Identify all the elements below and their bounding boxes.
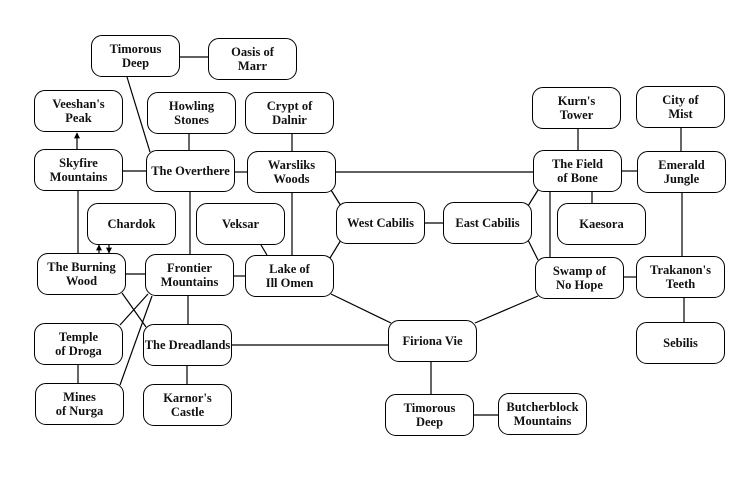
node-label: Firiona Vie xyxy=(402,334,463,348)
node-trakanons-teeth[interactable]: Trakanon's Teeth xyxy=(636,256,725,298)
node-the-field-of-bone[interactable]: The Field of Bone xyxy=(533,150,622,192)
edge-frontier-mountains-to-temple-of-droga xyxy=(119,293,149,326)
node-kaesora[interactable]: Kaesora xyxy=(557,203,646,245)
node-crypt-of-dalnir[interactable]: Crypt of Dalnir xyxy=(245,92,334,134)
node-west-cabilis[interactable]: West Cabilis xyxy=(336,202,425,244)
node-label: The Burning Wood xyxy=(47,260,116,288)
node-the-dreadlands[interactable]: The Dreadlands xyxy=(143,324,232,366)
node-label: Skyfire Mountains xyxy=(49,156,108,184)
node-skyfire-mountains[interactable]: Skyfire Mountains xyxy=(34,149,123,191)
node-howling-stones[interactable]: Howling Stones xyxy=(147,92,236,134)
node-butcherblock-mountains[interactable]: Butcherblock Mountains xyxy=(498,393,587,435)
node-swamp-of-no-hope[interactable]: Swamp of No Hope xyxy=(535,257,624,299)
node-temple-of-droga[interactable]: Temple of Droga xyxy=(34,323,123,365)
node-label: Swamp of No Hope xyxy=(552,264,607,292)
node-label: Oasis of Marr xyxy=(231,45,274,73)
edge-east-cabilis-to-swamp-of-no-hope xyxy=(527,239,539,261)
node-label: Emerald Jungle xyxy=(658,158,705,186)
edge-lake-of-ill-omen-to-firiona-vie xyxy=(330,293,392,324)
node-lake-of-ill-omen[interactable]: Lake of Ill Omen xyxy=(245,255,334,297)
node-label: Butcherblock Mountains xyxy=(506,400,579,428)
node-sebilis[interactable]: Sebilis xyxy=(636,322,725,364)
node-label: Karnor's Castle xyxy=(163,391,212,419)
node-label: Timorous Deep xyxy=(109,42,162,70)
edge-west-cabilis-to-lake-of-ill-omen xyxy=(329,239,342,259)
node-label: Kurn's Tower xyxy=(557,94,596,122)
node-the-overthere[interactable]: The Overthere xyxy=(146,150,235,192)
edge-veksar-to-lake-of-ill-omen xyxy=(260,244,268,256)
node-label: Sebilis xyxy=(663,336,698,350)
edge-timorous-deep-top-to-the-overthere xyxy=(126,76,151,153)
node-the-burning-wood[interactable]: The Burning Wood xyxy=(37,253,126,295)
node-timorous-deep-bottom[interactable]: Timorous Deep xyxy=(385,394,474,436)
node-label: Trakanon's Teeth xyxy=(650,263,711,291)
node-oasis-of-marr[interactable]: Oasis of Marr xyxy=(208,38,297,80)
node-label: The Dreadlands xyxy=(144,338,231,352)
node-label: The Field of Bone xyxy=(551,157,604,185)
node-chardok[interactable]: Chardok xyxy=(87,203,176,245)
node-label: The Overthere xyxy=(151,164,230,178)
node-label: City of Mist xyxy=(662,93,699,121)
node-warsliks-woods[interactable]: Warsliks Woods xyxy=(247,151,336,193)
node-label: West Cabilis xyxy=(346,216,415,230)
node-label: Veksar xyxy=(221,217,260,231)
node-label: Warsliks Woods xyxy=(267,158,316,186)
node-label: Mines of Nurga xyxy=(55,390,104,418)
edge-frontier-mountains-to-mines-of-nurga xyxy=(119,295,153,386)
node-firiona-vie[interactable]: Firiona Vie xyxy=(388,320,477,362)
node-mines-of-nurga[interactable]: Mines of Nurga xyxy=(35,383,124,425)
node-east-cabilis[interactable]: East Cabilis xyxy=(443,202,532,244)
node-label: Howling Stones xyxy=(168,99,215,127)
node-veksar[interactable]: Veksar xyxy=(196,203,285,245)
node-veeshans-peak[interactable]: Veeshan's Peak xyxy=(34,90,123,132)
node-label: East Cabilis xyxy=(455,216,520,230)
node-karnors-castle[interactable]: Karnor's Castle xyxy=(143,384,232,426)
edge-swamp-of-no-hope-to-firiona-vie xyxy=(474,295,539,324)
node-label: Crypt of Dalnir xyxy=(266,99,313,127)
node-label: Veeshan's Peak xyxy=(52,97,105,125)
node-label: Lake of Ill Omen xyxy=(265,262,314,290)
node-label: Chardok xyxy=(107,217,156,231)
node-label: Timorous Deep xyxy=(403,401,456,429)
node-timorous-deep-top[interactable]: Timorous Deep xyxy=(91,35,180,77)
node-frontier-mountains[interactable]: Frontier Mountains xyxy=(145,254,234,296)
node-label: Temple of Droga xyxy=(55,330,102,358)
node-label: Frontier Mountains xyxy=(160,261,219,289)
edge-east-cabilis-to-the-field-of-bone xyxy=(527,189,539,207)
node-city-of-mist[interactable]: City of Mist xyxy=(636,86,725,128)
node-label: Kaesora xyxy=(579,217,624,231)
node-emerald-jungle[interactable]: Emerald Jungle xyxy=(637,151,726,193)
node-kurns-tower[interactable]: Kurn's Tower xyxy=(532,87,621,129)
